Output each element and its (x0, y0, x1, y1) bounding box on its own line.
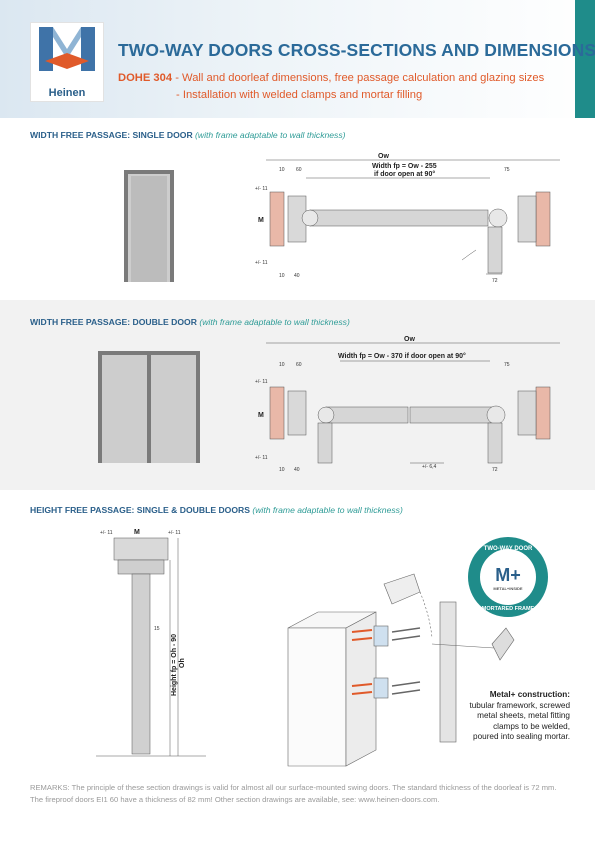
double-door-section (266, 342, 560, 464)
section-title-height: HEIGHT FREE PASSAGE: SINGLE & DOUBLE DOO… (30, 505, 403, 515)
single-door-section (266, 159, 560, 275)
caption-line-3: clamps to be welded, (493, 721, 570, 731)
anchor-bolts (351, 629, 373, 695)
section-note-single: (with frame adaptable to wall thickness) (195, 130, 346, 140)
single-ow-label: Ow (378, 153, 389, 160)
height-dim-15: 15 (154, 626, 160, 632)
height-m-label: M (134, 529, 140, 536)
double-dim-75: 75 (504, 362, 510, 368)
double-dim-60: 60 (296, 362, 302, 368)
single-dim-10-bottom: 10 (279, 273, 285, 279)
caption-line-2: metal sheets, metal fitting (477, 711, 570, 720)
single-door-elevation (124, 170, 174, 282)
double-m-label: M (258, 412, 264, 419)
single-formula2: if door open at 90° (374, 170, 435, 178)
logo-mark (39, 27, 95, 71)
double-dim-72: 72 (492, 467, 498, 473)
subtitle-line2: - Installation with welded clamps and mo… (176, 89, 423, 101)
double-ow-label: Ow (404, 336, 415, 343)
double-dim-10-bottom: 10 (279, 467, 285, 473)
caption-line-4: poured into sealing mortar. (473, 732, 570, 741)
heinen-logo: Heinen (30, 22, 104, 102)
caption-line-1: tubular framework, screwed (469, 700, 570, 710)
section-title-height-text: HEIGHT FREE PASSAGE: SINGLE & DOUBLE DOO… (30, 505, 250, 515)
subtitle-line1: - Wall and doorleaf dimensions, free pas… (172, 72, 545, 84)
single-dim-40: 40 (294, 273, 300, 279)
badge-top-text: TWO-WAY DOOR (484, 546, 533, 552)
section-note-double: (with frame adaptable to wall thickness) (199, 317, 350, 327)
construction-caption: Metal+ construction: tubular framework, … (446, 690, 570, 743)
single-door-drawing: Ow Width fp = Ow - 255 if door open at 9… (124, 153, 560, 284)
double-dim-40: 40 (294, 467, 300, 473)
page-title: TWO-WAY DOORS CROSS-SECTIONS AND DIMENSI… (118, 40, 595, 60)
double-tol-top: +/- 11 (255, 379, 268, 385)
section-note-height: (with frame adaptable to wall thickness) (252, 505, 403, 515)
height-tol-right: +/- 11 (168, 530, 181, 536)
double-formula: Width fp = Ow - 370 if door open at 90° (338, 352, 466, 360)
section-title-single: WIDTH FREE PASSAGE: SINGLE DOOR (with fr… (30, 130, 346, 140)
single-dim-72: 72 (492, 278, 498, 284)
caption-title: Metal+ construction: (489, 690, 570, 699)
height-tol-left: +/- 11 (100, 530, 113, 536)
screws (391, 627, 421, 695)
single-formula: Width fp = Ow - 255 (372, 163, 437, 170)
section-title-double: WIDTH FREE PASSAGE: DOUBLE DOOR (with fr… (30, 317, 350, 327)
double-door-elevation (98, 351, 200, 463)
section-title-single-text: WIDTH FREE PASSAGE: SINGLE DOOR (30, 130, 193, 140)
badge-bottom-text: MORTARED FRAME (482, 606, 535, 612)
page-subtitle: DOHE 304 - Wall and doorleaf dimensions,… (118, 70, 544, 104)
single-dim-60: 60 (296, 167, 302, 173)
single-tol-bottom: +/- 11 (255, 260, 268, 266)
double-door-drawing: Ow Width fp = Ow - 370 if door open at 9… (98, 336, 560, 473)
section-title-double-text: WIDTH FREE PASSAGE: DOUBLE DOOR (30, 317, 197, 327)
height-drawing: M +/- 11 +/- 11 15 Height fp = Oh - 90 O… (96, 529, 548, 767)
remarks-text: REMARKS: The principle of these section … (30, 783, 557, 804)
document-code: DOHE 304 (118, 72, 173, 84)
height-oh-label: Oh (179, 658, 186, 668)
single-dim-10: 10 (279, 167, 285, 173)
badge-mark: M+ (495, 565, 521, 585)
badge-inside-text: METAL+INSIDE (493, 586, 522, 591)
installation-illustration (287, 573, 515, 767)
single-m-label: M (258, 217, 264, 224)
double-gap: +/- 6,4 (422, 464, 437, 470)
logo-text: Heinen (48, 87, 86, 99)
single-tol-top: +/- 11 (255, 186, 268, 192)
height-fp-label: Height fp = Oh - 90 (171, 634, 178, 696)
height-section (96, 537, 206, 757)
double-tol-bottom: +/- 11 (255, 455, 268, 461)
metal-plus-badge: TWO-WAY DOOR M+ METAL+INSIDE MORTARED FR… (468, 537, 548, 617)
single-dim-75: 75 (504, 167, 510, 173)
accent-bar (575, 0, 595, 118)
double-dim-10: 10 (279, 362, 285, 368)
